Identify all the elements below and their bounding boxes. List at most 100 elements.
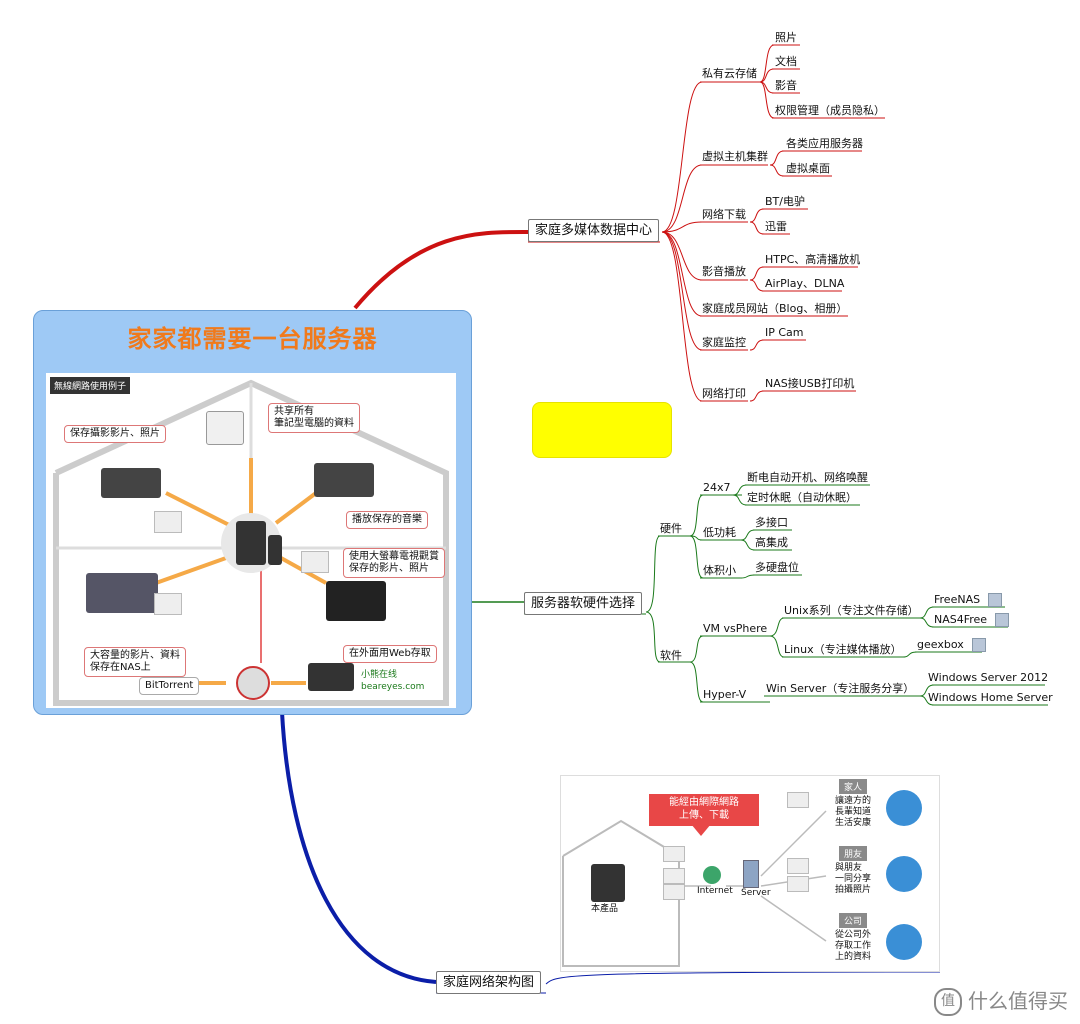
topic-win-server[interactable]: Win Server（专注服务分享） [766, 682, 915, 695]
upload-download-banner: 能經由網際網路 上傳、下載 [649, 794, 759, 826]
network-architecture-image[interactable]: 能經由網際網路 上傳、下載 本產品 Internet Server 家人 讓遠方… [560, 775, 940, 972]
leaf-geexbox[interactable]: geexbox [917, 638, 986, 652]
connector-family-site [661, 231, 703, 317]
internet-label: Internet [697, 886, 733, 896]
leaf-multi-bay[interactable]: 多硬盘位 [755, 561, 799, 574]
connector-unix [769, 617, 785, 637]
topic-surveillance[interactable]: 家庭监控 [702, 336, 746, 349]
leaf-windows-home-server[interactable]: Windows Home Server [928, 691, 1053, 704]
leaf-app-servers[interactable]: 各类应用服务器 [786, 137, 863, 150]
connector-hardware [645, 535, 661, 613]
central-topic[interactable]: 家家都需要一台服务器 無線網路使用例子 [33, 310, 472, 715]
central-title: 家家都需要一台服务器 [127, 325, 378, 353]
topic-low-power[interactable]: 低功耗 [703, 526, 736, 539]
leaf-bt[interactable]: BT/电驴 [765, 195, 805, 208]
topic-unix[interactable]: Unix系列（专注文件存储） [784, 604, 919, 617]
photo-thumbnail-icon [154, 593, 182, 615]
leaf-windows-server-2012[interactable]: Windows Server 2012 [928, 671, 1049, 684]
photo-thumbnail-icon [663, 884, 685, 900]
topic-24x7[interactable]: 24x7 [703, 481, 731, 494]
surveillance-leaf-connector-0 [749, 339, 765, 351]
download-leaf-connector-0 [749, 208, 765, 223]
topic-printing[interactable]: 网络打印 [702, 387, 746, 400]
leaf-freenas-label: FreeNAS [934, 593, 981, 606]
leaf-multi-port[interactable]: 多接口 [755, 516, 788, 529]
group-company-text: 從公司外 存取工作 上的資料 [835, 930, 872, 962]
leaf-integration[interactable]: 高集成 [755, 536, 788, 549]
stereo-icon [314, 463, 374, 497]
connector-network [280, 711, 437, 984]
linux-leaf-connector-0 [902, 651, 918, 658]
topic-playback[interactable]: 影音播放 [702, 265, 746, 278]
leaf-permissions[interactable]: 权限管理（成员隐私） [775, 104, 885, 117]
camera-icon [101, 468, 161, 498]
callout-save-video: 保存攝影影片、照片 [64, 425, 166, 443]
download-leaf-connector-1 [749, 221, 765, 235]
topic-linux[interactable]: Linux（专注媒体播放） [784, 643, 902, 656]
leaf-auto-power-on[interactable]: 断电自动开机、网络唤醒 [747, 471, 868, 484]
branch-network-diagram[interactable]: 家庭网络架构图 [436, 971, 542, 994]
topic-hardware[interactable]: 硬件 [660, 522, 682, 535]
connector-hyperv [689, 661, 704, 703]
unix-leaf-connector-0 [919, 606, 935, 619]
private-cloud-leaf-connector-3 [759, 81, 775, 119]
virtual-hosts-leaf-connector-0 [769, 150, 785, 166]
attachment-icon [971, 638, 986, 652]
leaf-nas4free[interactable]: NAS4Free [934, 613, 1010, 627]
family-people-icon [886, 790, 922, 826]
callout-bittorrent: BitTorrent [139, 677, 200, 695]
photo-thumbnail-icon [787, 858, 809, 874]
leaf-freenas[interactable]: FreeNAS [934, 593, 1003, 607]
leaf-media[interactable]: 影音 [775, 79, 797, 92]
callout-nas-store: 大容量的影片、資料 保存在NAS上 [84, 647, 186, 677]
leaf-usb-printer[interactable]: NAS接USB打印机 [765, 377, 855, 390]
branch-hw-sw[interactable]: 服务器软硬件选择 [524, 592, 643, 615]
mobile-laptop-icon [308, 663, 354, 691]
private-cloud-leaf-connector-1 [759, 68, 775, 83]
group-family-text: 讓遠方的 長輩知道 生活安康 [835, 796, 872, 828]
attachment-icon [988, 593, 1003, 607]
connector-media-center [353, 229, 529, 310]
photo-thumbnail-icon [787, 876, 809, 892]
connector-small-size [689, 535, 704, 579]
watermark-text: 什么值得买 [968, 988, 1068, 1013]
topic-private-cloud[interactable]: 私有云存储 [702, 67, 757, 80]
photo-thumbnail-icon [663, 868, 685, 884]
topic-family-site[interactable]: 家庭成员网站（Blog、相册） [702, 302, 848, 315]
branch-media-center[interactable]: 家庭多媒体数据中心 [528, 219, 660, 242]
leaf-scheduled-sleep[interactable]: 定时休眠（自动休眠） [747, 491, 857, 504]
virtual-hosts-leaf-connector-1 [769, 164, 785, 177]
leaf-ipcam[interactable]: IP Cam [765, 326, 804, 339]
nas-drive-icon [268, 535, 282, 565]
connector-network-image [545, 971, 941, 985]
24x7-leaf-connector-1 [732, 494, 748, 506]
leaf-xunlei[interactable]: 迅雷 [765, 220, 787, 233]
company-building-icon [886, 924, 922, 960]
group-company-badge: 公司 [839, 913, 868, 928]
connector-software [645, 611, 661, 663]
24x7-leaf-connector-0 [732, 484, 748, 496]
leaf-photos[interactable]: 照片 [775, 31, 797, 44]
topic-software[interactable]: 软件 [660, 649, 682, 662]
connector-24x7 [689, 494, 704, 537]
leaf-virtual-desktop[interactable]: 虚拟桌面 [786, 162, 830, 175]
topic-virtual-hosts[interactable]: 虚拟主机集群 [702, 150, 768, 163]
leaf-documents[interactable]: 文档 [775, 55, 797, 68]
topic-download[interactable]: 网络下载 [702, 208, 746, 221]
leaf-htpc[interactable]: HTPC、高清播放机 [765, 253, 861, 266]
connector-surveillance [661, 231, 703, 351]
product-label: 本產品 [591, 904, 619, 914]
photo-thumbnail-icon [787, 792, 809, 808]
low-power-leaf-connector-1 [740, 539, 756, 551]
connector-printing [661, 231, 703, 402]
topic-vm-vsphere[interactable]: VM vsPhere [703, 622, 768, 635]
illustration-tag: 無線網路使用例子 [50, 377, 131, 394]
topic-hyperv[interactable]: Hyper-V [703, 688, 747, 701]
topic-small-size[interactable]: 体积小 [703, 564, 736, 577]
server-label: Server [741, 888, 771, 898]
leaf-airplay[interactable]: AirPlay、DLNA [765, 277, 845, 290]
leaf-nas4free-label: NAS4Free [934, 613, 988, 626]
nas-server-icon [236, 521, 266, 565]
connector-virtual-hosts [661, 164, 703, 233]
leaf-geexbox-label: geexbox [917, 638, 964, 651]
